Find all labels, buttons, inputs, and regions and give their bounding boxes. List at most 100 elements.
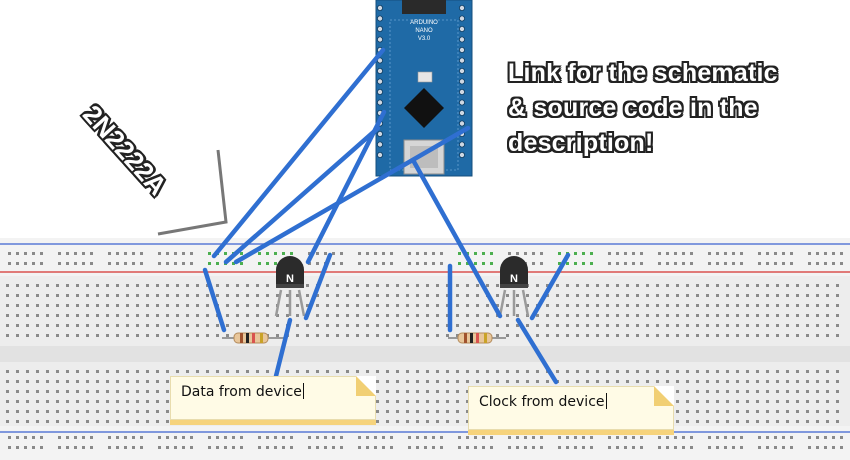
breadboard-hole xyxy=(158,252,161,255)
breadboard-hole xyxy=(46,390,49,393)
breadboard-hole xyxy=(724,446,727,449)
breadboard-hole xyxy=(776,380,779,383)
breadboard-hole xyxy=(340,436,343,439)
breadboard-hole xyxy=(646,284,649,287)
breadboard-hole xyxy=(476,324,479,327)
breadboard-hole xyxy=(656,284,659,287)
breadboard-hole xyxy=(326,294,329,297)
breadboard-hole xyxy=(586,294,589,297)
breadboard-hole xyxy=(224,446,227,449)
breadboard-hole xyxy=(796,314,799,317)
breadboard-hole xyxy=(666,436,669,439)
breadboard-hole xyxy=(406,420,409,423)
breadboard-hole xyxy=(206,304,209,307)
breadboard-hole xyxy=(266,294,269,297)
breadboard-hole xyxy=(482,436,485,439)
breadboard-hole xyxy=(558,262,561,265)
breadboard-hole xyxy=(636,370,639,373)
breadboard-hole xyxy=(432,446,435,449)
breadboard-hole xyxy=(656,294,659,297)
breadboard-hole xyxy=(46,420,49,423)
breadboard-hole xyxy=(546,294,549,297)
breadboard-hole xyxy=(826,304,829,307)
breadboard-hole xyxy=(208,446,211,449)
breadboard-hole xyxy=(308,436,311,439)
breadboard-hole xyxy=(436,370,439,373)
breadboard-hole xyxy=(682,252,685,255)
breadboard-hole xyxy=(16,262,19,265)
breadboard-hole xyxy=(258,436,261,439)
breadboard-hole xyxy=(86,380,89,383)
breadboard-hole xyxy=(456,304,459,307)
caption-line-2: & source code in the xyxy=(508,94,758,122)
breadboard-hole xyxy=(186,334,189,337)
breadboard-hole xyxy=(416,436,419,439)
breadboard-hole xyxy=(456,390,459,393)
breadboard-hole xyxy=(140,436,143,439)
breadboard-hole xyxy=(26,304,29,307)
breadboard-hole xyxy=(666,284,669,287)
breadboard-hole xyxy=(66,390,69,393)
breadboard-hole xyxy=(676,380,679,383)
breadboard-hole xyxy=(258,252,261,255)
breadboard-hole xyxy=(182,446,185,449)
breadboard-hole xyxy=(86,324,89,327)
breadboard-hole xyxy=(196,370,199,373)
breadboard-hole xyxy=(266,324,269,327)
breadboard-hole xyxy=(786,370,789,373)
breadboard-hole xyxy=(516,370,519,373)
breadboard-hole xyxy=(374,252,377,255)
breadboard-hole xyxy=(116,304,119,307)
breadboard-hole xyxy=(266,370,269,373)
breadboard-hole xyxy=(446,400,449,403)
breadboard-hole xyxy=(696,304,699,307)
breadboard-hole xyxy=(166,324,169,327)
breadboard-hole xyxy=(116,410,119,413)
breadboard-hole xyxy=(636,334,639,337)
breadboard-hole xyxy=(256,304,259,307)
breadboard-hole xyxy=(276,334,279,337)
breadboard-hole xyxy=(736,370,739,373)
breadboard-hole xyxy=(586,314,589,317)
breadboard-hole xyxy=(36,284,39,287)
breadboard-hole xyxy=(266,304,269,307)
breadboard-hole xyxy=(108,446,111,449)
breadboard-hole xyxy=(376,390,379,393)
breadboard-hole xyxy=(436,314,439,317)
breadboard-hole xyxy=(26,400,29,403)
breadboard-hole xyxy=(776,390,779,393)
breadboard-hole xyxy=(676,304,679,307)
breadboard-hole xyxy=(336,304,339,307)
breadboard-hole xyxy=(774,262,777,265)
breadboard-hole xyxy=(136,284,139,287)
breadboard-hole xyxy=(526,294,529,297)
breadboard-hole xyxy=(516,294,519,297)
breadboard-hole xyxy=(726,370,729,373)
breadboard-hole xyxy=(176,334,179,337)
breadboard-hole xyxy=(216,420,219,423)
breadboard-hole xyxy=(266,314,269,317)
breadboard-hole xyxy=(56,324,59,327)
breadboard-hole xyxy=(496,284,499,287)
breadboard-hole xyxy=(116,390,119,393)
breadboard-hole xyxy=(106,294,109,297)
breadboard-hole xyxy=(76,410,79,413)
breadboard-hole xyxy=(686,380,689,383)
breadboard-hole xyxy=(708,436,711,439)
breadboard-hole xyxy=(596,334,599,337)
breadboard-hole xyxy=(686,294,689,297)
breadboard-hole xyxy=(156,304,159,307)
breadboard-hole xyxy=(574,262,577,265)
breadboard-hole xyxy=(36,380,39,383)
breadboard-hole xyxy=(406,370,409,373)
breadboard-hole xyxy=(526,304,529,307)
breadboard-hole xyxy=(696,334,699,337)
breadboard-hole xyxy=(566,262,569,265)
breadboard-hole xyxy=(316,446,319,449)
breadboard-hole xyxy=(676,370,679,373)
breadboard-hole xyxy=(596,370,599,373)
breadboard-hole xyxy=(536,314,539,317)
breadboard-hole xyxy=(246,324,249,327)
breadboard-hole xyxy=(126,370,129,373)
breadboard-hole xyxy=(186,370,189,373)
